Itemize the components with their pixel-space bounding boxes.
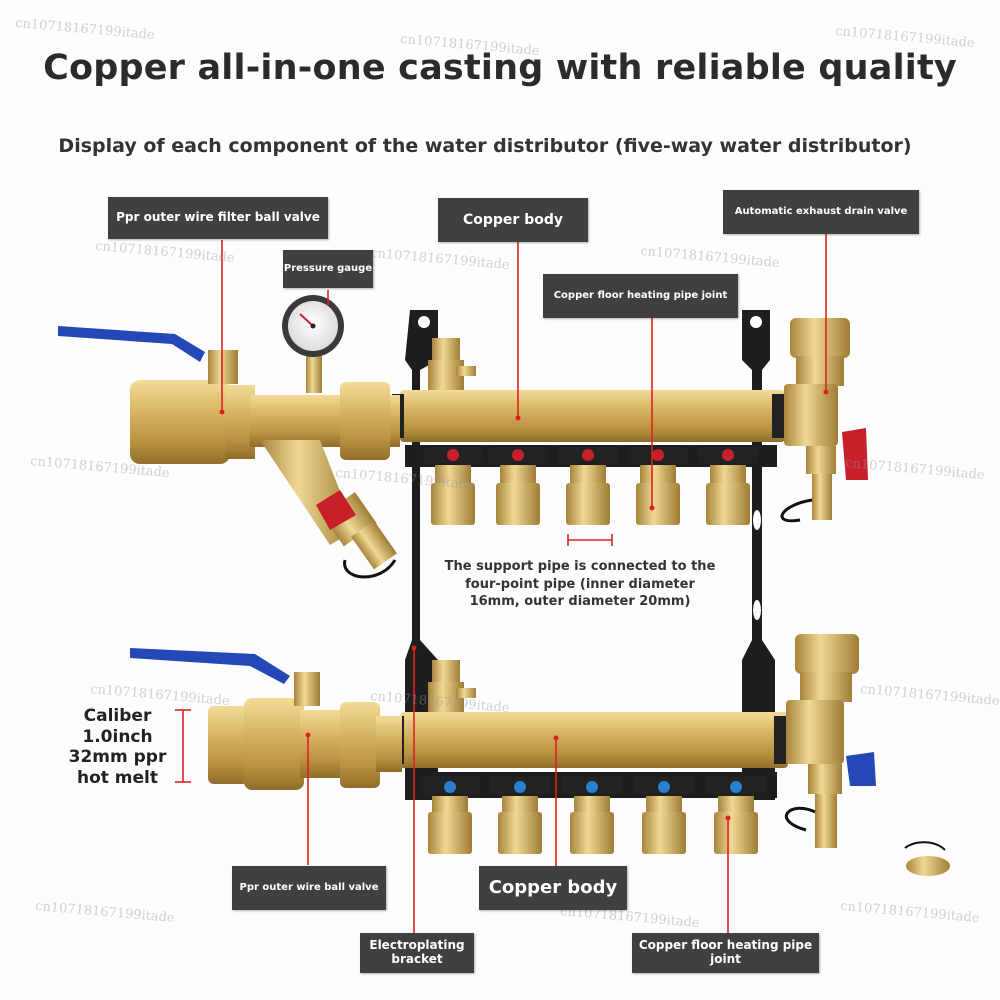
label-copper-body-top: Copper body xyxy=(438,198,588,242)
caliber-line-4: hot melt xyxy=(76,768,159,789)
top-copper-body xyxy=(392,338,785,442)
label-electroplating-bracket: Electroplating bracket xyxy=(360,933,474,973)
top-outlet-valves xyxy=(423,447,758,525)
label-floor-joint-top: Copper floor heating pipe joint xyxy=(543,274,738,318)
label-floor-joint-bottom: Copper floor heating pipe joint xyxy=(632,933,819,973)
leader-lines xyxy=(175,232,827,935)
exhaust-valve-bottom xyxy=(784,634,876,848)
caliber-line-3: 32mm ppr xyxy=(68,747,167,768)
label-copper-body-bottom: Copper body xyxy=(479,866,627,910)
caliber-line-2: 1.0inch xyxy=(82,726,153,747)
caliber-note: Caliber 1.0inch 32mm ppr hot melt xyxy=(55,706,180,789)
page-subtitle: Display of each component of the water d… xyxy=(58,135,912,157)
exhaust-valve-top xyxy=(780,318,868,523)
loose-cap xyxy=(904,841,950,876)
caliber-line-1: Caliber xyxy=(83,706,152,726)
page-title: Copper all-in-one casting with reliable … xyxy=(43,48,957,88)
label-filter-ball-valve: Ppr outer wire filter ball valve xyxy=(108,197,328,239)
leader-dots xyxy=(219,389,829,821)
bottom-copper-body xyxy=(392,660,788,768)
pressure-gauge xyxy=(282,295,344,393)
bottom-outlet-valves xyxy=(420,776,766,854)
support-pipe-note: The support pipe is connected to the fou… xyxy=(444,559,716,610)
label-exhaust-valve: Automatic exhaust drain valve xyxy=(723,190,919,234)
filter-ball-valve xyxy=(58,326,400,579)
label-pressure-gauge: Pressure gauge xyxy=(283,250,373,288)
label-ppr-ball-valve: Ppr outer wire ball valve xyxy=(232,866,386,910)
ppr-ball-valve xyxy=(130,648,402,790)
